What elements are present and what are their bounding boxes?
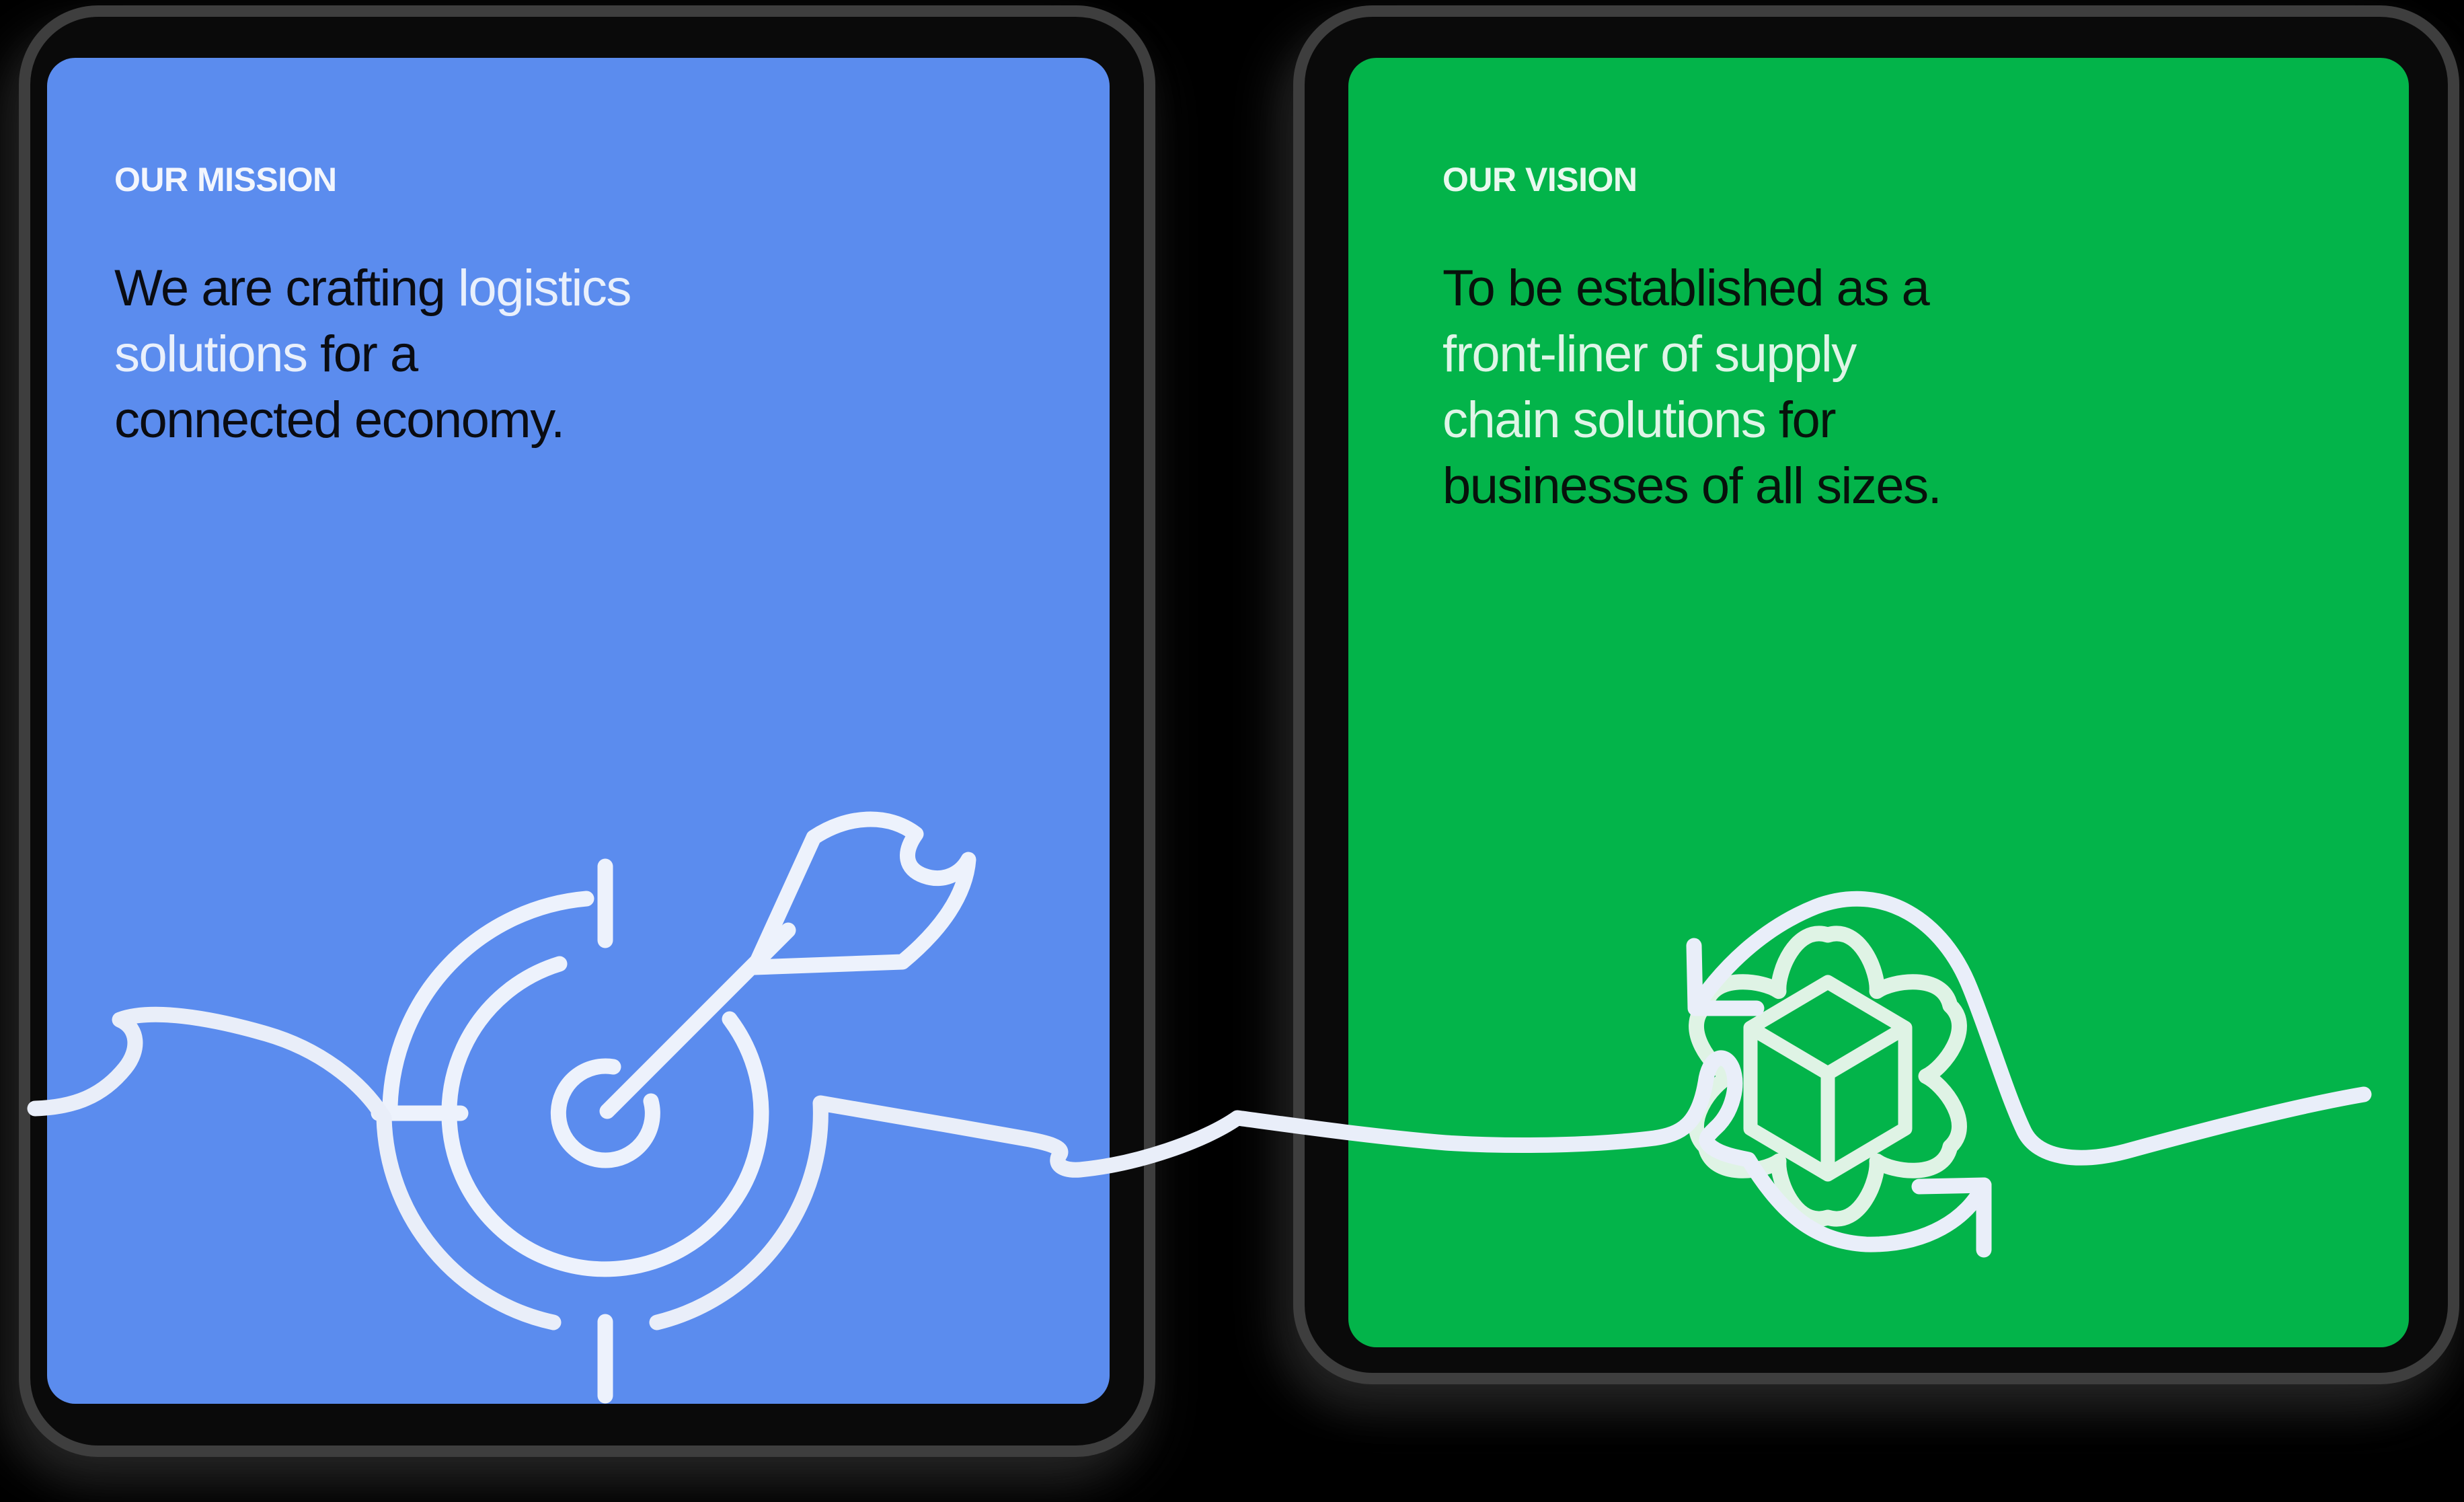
body-line: To be established as a — [1442, 256, 1941, 322]
vision-label: OUR VISION — [1442, 161, 1638, 198]
body-line: We are crafting logistics — [114, 256, 631, 322]
vision-card-screen — [1348, 58, 2409, 1347]
body-text: for — [1765, 391, 1837, 449]
body-text: We are crafting — [114, 260, 459, 317]
body-line: front-liner of supply — [1442, 322, 1941, 387]
body-text: connected economy. — [114, 391, 565, 449]
body-text: To be established as a — [1442, 260, 1930, 317]
body-line: businesses of all sizes. — [1442, 453, 1942, 519]
body-line: connected economy. — [114, 387, 631, 453]
body-line: solutions for a — [114, 322, 631, 387]
body-text: businesses of all sizes. — [1442, 457, 1942, 515]
highlighted-text: solutions — [114, 326, 308, 383]
body-text: for a — [307, 326, 418, 383]
highlighted-text: front-liner of supply — [1442, 326, 1857, 383]
vision-body: To be established as a front-liner of sup… — [1442, 256, 1942, 519]
highlighted-text: chain solutions — [1442, 391, 1767, 449]
body-line: chain solutions for — [1442, 387, 1941, 453]
mission-label: OUR MISSION — [114, 161, 337, 198]
highlighted-text: logistics — [458, 260, 631, 317]
